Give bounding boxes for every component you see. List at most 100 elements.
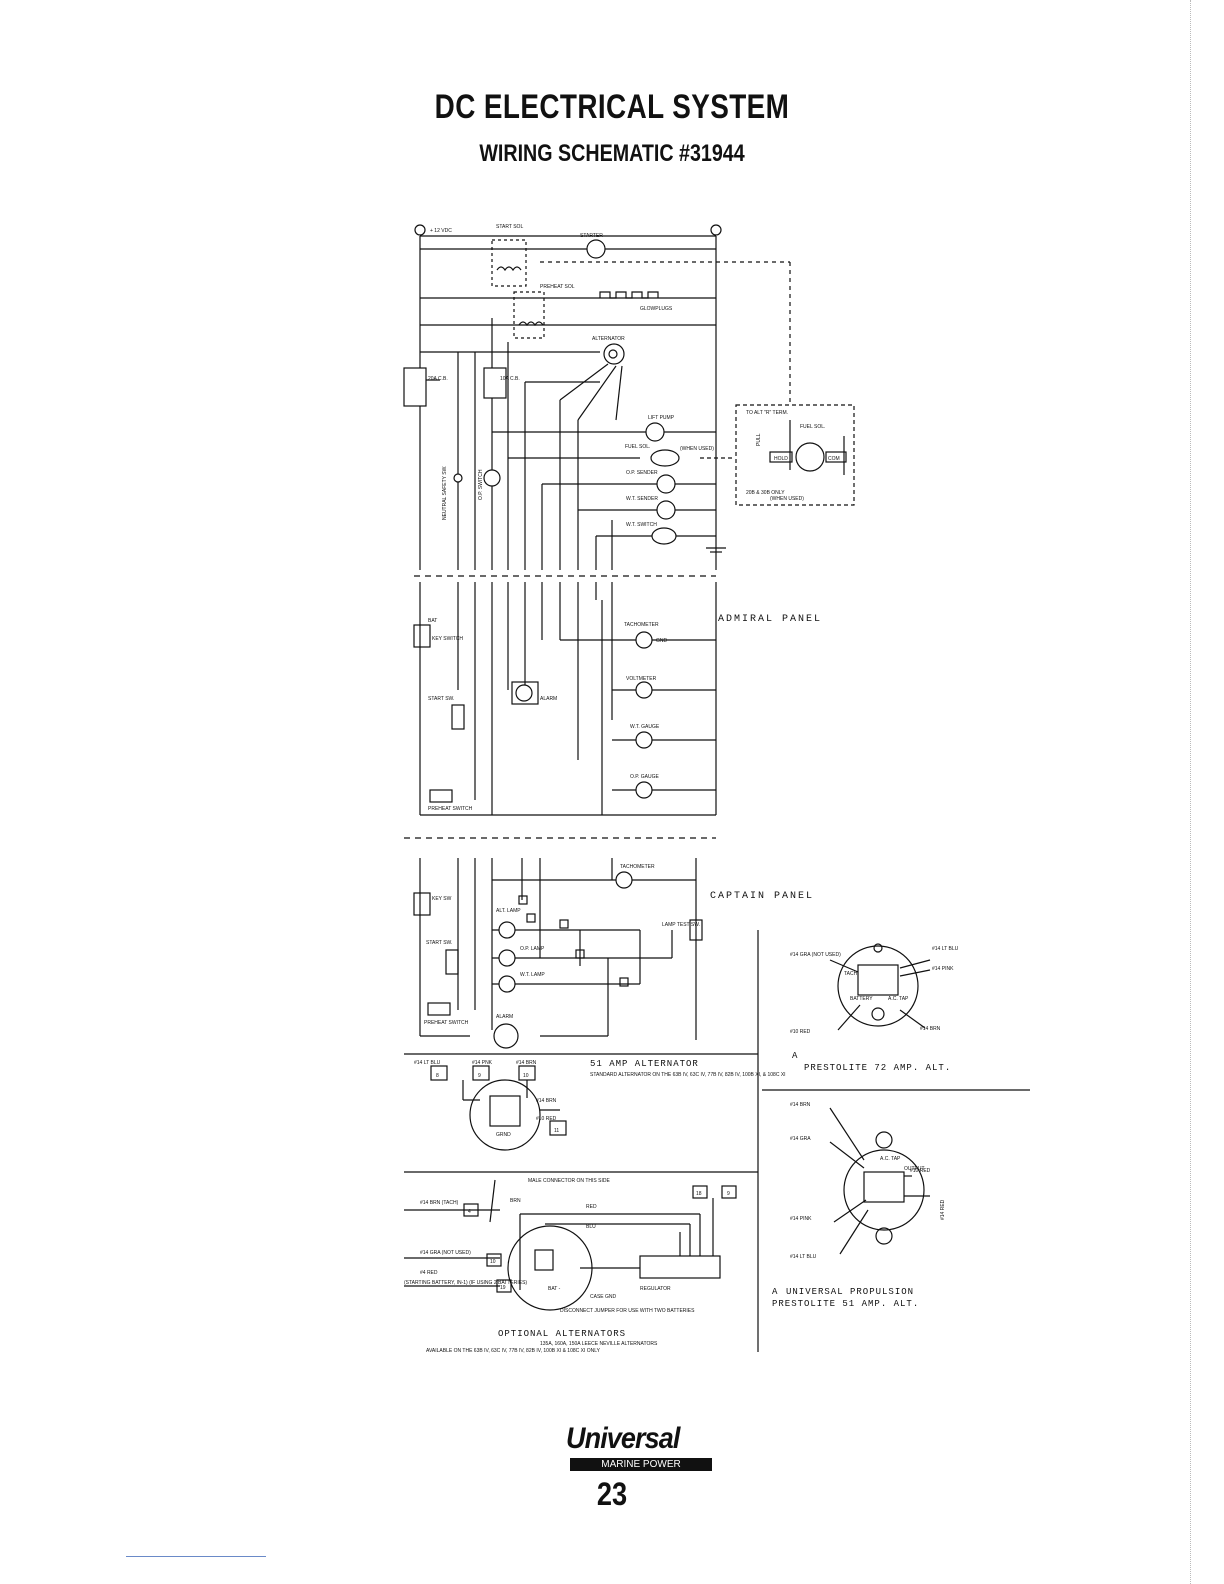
- p72-title: PRESTOLITE 72 AMP. ALT.: [804, 1063, 951, 1073]
- brand-name: Universal: [566, 1422, 680, 1455]
- alt51-title: 51 AMP ALTERNATOR: [590, 1059, 699, 1069]
- page-edge-bottom: [126, 1556, 266, 1557]
- label-10a-cb: 10A C.B.: [500, 376, 520, 382]
- label-com: COM: [828, 456, 840, 462]
- label-op-gauge: O.P. GAUGE: [630, 774, 659, 780]
- opt-note: 135A, 160A, 150A LEECE NEVILLE ALTERNATO…: [540, 1341, 658, 1347]
- p72-wire-gra: #14 GRA (NOT USED): [790, 952, 841, 958]
- p72-wire-red: #10 RED: [790, 1029, 811, 1035]
- label-alternator: ALTERNATOR: [592, 336, 625, 342]
- label-20a-cb: 20A C.B.: [428, 376, 448, 382]
- up-wire-brn: #14 BRN: [790, 1102, 811, 1108]
- opt-blu: BLU: [586, 1224, 596, 1230]
- up-wire-pink: #14 PINK: [790, 1216, 812, 1222]
- label-start-sw: START SW.: [428, 696, 454, 702]
- alt51-grnd: GRND: [496, 1132, 511, 1138]
- label-wt-gauge: W.T. GAUGE: [630, 724, 660, 730]
- label-fuel-sol-box: FUEL SOL.: [800, 424, 825, 430]
- up-output: OUTPUT: [904, 1166, 925, 1172]
- label-models-note: 20B & 30B ONLY: [746, 490, 785, 496]
- p72-battery: BATTERY: [850, 996, 873, 1002]
- label-captain-key-sw: KEY SW: [432, 896, 452, 902]
- admiral-panel-title: ADMIRAL PANEL: [718, 614, 822, 625]
- up-marker: A: [772, 1287, 778, 1297]
- opt-term-19: 19: [500, 1285, 506, 1291]
- label-op-lamp: O.P. LAMP: [520, 946, 545, 952]
- page-title: DC ELECTRICAL SYSTEM: [434, 88, 790, 126]
- label-op-sender: O.P. SENDER: [626, 470, 658, 476]
- alt51-term-8: 8: [436, 1073, 439, 1079]
- label-key-switch: KEY SWITCH: [432, 636, 463, 642]
- label-12vdc: + 12 VDC: [430, 228, 452, 234]
- up-wire-red: #10 RED: [910, 1168, 931, 1174]
- alt51-wire-lt-blu: #14 LT BLU: [414, 1060, 441, 1066]
- label-wt-lamp: W.T. LAMP: [520, 972, 545, 978]
- label-wt-sender: W.T. SENDER: [626, 496, 658, 502]
- opt-regulator: REGULATOR: [640, 1286, 671, 1292]
- opt-brn: BRN: [510, 1198, 521, 1204]
- label-gnd: GND: [656, 638, 668, 644]
- p72-wire-pink: #14 PINK: [932, 966, 954, 972]
- label-neutral-safety-sw: NEUTRAL SAFETY SW.: [442, 466, 448, 520]
- label-lift-pump: LIFT PUMP: [648, 415, 675, 421]
- label-hold: HOLD: [774, 456, 788, 462]
- brand-logo: Universal MARINE POWER: [540, 1422, 720, 1472]
- label-voltmeter: VOLTMETER: [626, 676, 657, 682]
- label-glowplugs: GLOWPLUGS: [640, 306, 673, 312]
- label-preheat-switch: PREHEAT SWITCH: [428, 806, 473, 812]
- opt-male-connector: MALE CONNECTOR ON THIS SIDE: [528, 1178, 610, 1184]
- alt51-wire-red: #10 RED: [536, 1116, 557, 1122]
- alt51-note: STANDARD ALTERNATOR ON THE 63B IV, 63C I…: [590, 1072, 786, 1078]
- page-subtitle: WIRING SCHEMATIC #31944: [479, 140, 745, 167]
- alt51-wire-pnk: #14 PNK: [472, 1060, 493, 1066]
- label-models-note2: (WHEN USED): [770, 496, 804, 502]
- label-lamp-test-sw: LAMP TEST SW.: [662, 922, 700, 928]
- up-title: UNIVERSAL PROPULSION: [786, 1287, 914, 1297]
- label-captain-tachometer: TACHOMETER: [620, 864, 655, 870]
- label-starter: STARTER: [580, 233, 603, 239]
- opt-case-gnd: CASE GND: [590, 1294, 617, 1300]
- opt-title: OPTIONAL ALTERNATORS: [498, 1329, 626, 1339]
- label-alt-lamp: ALT. LAMP: [496, 908, 521, 914]
- p72-ac-tap: A.C. TAP: [888, 996, 909, 1002]
- p72-tach: TACH: [844, 971, 858, 977]
- opt-note2: AVAILABLE ON THE 63B IV, 63C IV, 77B IV,…: [426, 1348, 601, 1354]
- label-captain-start-sw: START SW.: [426, 940, 452, 946]
- label-alarm: ALARM: [540, 696, 557, 702]
- p72-wire-brn: #14 BRN: [920, 1026, 941, 1032]
- opt-wire-brn-tach: #14 BRN (TACH): [420, 1200, 459, 1206]
- opt-term-9: 9: [727, 1191, 730, 1197]
- up-wire-lt-blu: #14 LT BLU: [790, 1254, 817, 1260]
- label-to-alt-term: TO ALT "R" TERM.: [746, 410, 788, 416]
- up-wire-gra: #14 GRA: [790, 1136, 811, 1142]
- opt-bat-minus: BAT -: [548, 1286, 561, 1292]
- opt-wire-not-used: #14 GRA (NOT USED): [420, 1250, 471, 1256]
- up-ac-tap: A.C. TAP: [880, 1156, 901, 1162]
- alt51-term-9: 9: [478, 1073, 481, 1079]
- opt-red: RED: [586, 1204, 597, 1210]
- label-pull: PULL: [756, 433, 762, 446]
- label-fuel-sol: FUEL SOL.: [625, 444, 650, 450]
- page-number: 23: [596, 1476, 628, 1512]
- label-preheat-sol: PREHEAT SOL: [540, 284, 575, 290]
- opt-term-4: 4: [468, 1209, 471, 1215]
- brand-tagline: MARINE POWER: [601, 1459, 681, 1470]
- page-edge-right: [1190, 0, 1191, 1584]
- label-op-switch: O.P. SWITCH: [478, 469, 484, 500]
- brand-bar: [570, 1458, 712, 1471]
- label-when-used: (WHEN USED): [680, 446, 714, 452]
- label-bat: BAT: [428, 618, 437, 624]
- captain-panel-title: CAPTAIN PANEL: [710, 891, 814, 902]
- label-wt-switch: W.T. SWITCH: [626, 522, 657, 528]
- opt-term-18: 18: [696, 1191, 702, 1197]
- alt51-wire-brn-2: #14 BRN: [536, 1098, 557, 1104]
- opt-term-10: 10: [490, 1259, 496, 1265]
- alt51-term-11: 11: [554, 1128, 559, 1134]
- p72-marker: A: [792, 1051, 798, 1061]
- opt-disconnect-jumper: DISCONNECT JUMPER FOR USE WITH TWO BATTE…: [560, 1308, 695, 1314]
- p72-wire-lt-blu: #14 LT BLU: [932, 946, 959, 952]
- alt51-term-10: 10: [523, 1073, 529, 1079]
- label-captain-preheat-switch: PREHEAT SWITCH: [424, 1020, 469, 1026]
- alt51-wire-brn: #14 BRN: [516, 1060, 537, 1066]
